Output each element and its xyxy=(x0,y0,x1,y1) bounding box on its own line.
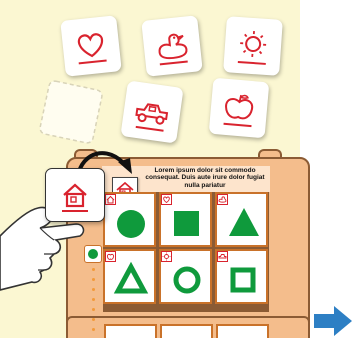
grid-cell-green-triangle-outline[interactable] xyxy=(103,249,156,304)
lower-cell[interactable] xyxy=(104,324,157,338)
car-card[interactable] xyxy=(120,80,183,143)
next-arrow-button[interactable] xyxy=(314,306,352,336)
apple-card[interactable] xyxy=(209,78,270,139)
shape-grid xyxy=(103,192,269,312)
duck-card[interactable] xyxy=(141,15,203,77)
sun-icon xyxy=(223,16,283,76)
apple-icon xyxy=(209,78,270,139)
house-icon xyxy=(46,169,104,221)
instruction-text: Lorem ipsum dolor sit commodo consequat.… xyxy=(140,167,270,189)
house-card[interactable] xyxy=(45,168,105,222)
lower-cell[interactable] xyxy=(160,324,213,338)
grid-cell-green-square-outline[interactable] xyxy=(215,249,268,304)
car-icon xyxy=(120,80,183,143)
empty-card-slot[interactable] xyxy=(36,77,106,147)
car-icon xyxy=(217,251,228,262)
grid-cell-green-circle-outline[interactable] xyxy=(159,249,212,304)
heart-icon xyxy=(161,194,172,205)
heart-card[interactable] xyxy=(60,15,122,77)
heart-icon xyxy=(60,15,122,77)
grid-cell-green-triangle[interactable] xyxy=(215,192,268,247)
lower-cell[interactable] xyxy=(216,324,269,338)
duck-icon xyxy=(141,15,203,77)
sun-card[interactable] xyxy=(223,16,283,76)
duck-icon xyxy=(217,194,228,205)
grid-cell-green-square[interactable] xyxy=(159,192,212,247)
sun-icon xyxy=(161,251,172,262)
grid-cell-green-circle[interactable] xyxy=(103,192,156,247)
